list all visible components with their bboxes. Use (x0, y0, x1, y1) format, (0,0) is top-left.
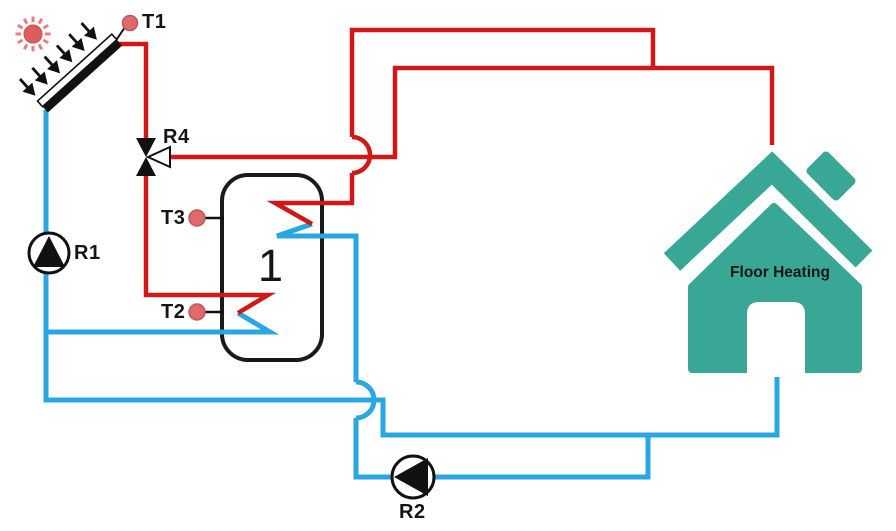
house-roof (663, 151, 873, 271)
house-chimney (806, 151, 856, 201)
pipe-solar-return (46, 310, 280, 335)
label-r1: R1 (74, 242, 101, 264)
r2-pump (390, 454, 436, 500)
pipe-tank-out-down (276, 221, 359, 382)
pipe-crossover-blue (355, 379, 377, 421)
pipe-r2-line (353, 418, 651, 480)
sun-icon (15, 16, 51, 52)
label-r4: R4 (163, 126, 190, 148)
t2-sensor (188, 303, 206, 321)
label-r2: R2 (399, 501, 426, 523)
storage-tank (220, 173, 324, 362)
t3-sensor (188, 209, 206, 227)
house-icon (663, 151, 873, 377)
label-t2: T2 (161, 301, 186, 323)
pipe-valve-to-tankcoil (143, 175, 277, 315)
pipe-collector-to-valve (115, 41, 149, 140)
pipe-tankcoil-up (266, 173, 355, 226)
house-door (747, 302, 805, 377)
sun-rays-arrows (18, 22, 97, 96)
pipe-valve-to-house (168, 65, 775, 160)
pipe-tank-to-house (349, 27, 656, 137)
label-floor-heating: Floor Heating (730, 264, 830, 281)
r4-valve (136, 138, 171, 176)
label-t3: T3 (161, 207, 186, 229)
label-t1: T1 (142, 11, 167, 33)
label-tank-number: 1 (258, 240, 284, 291)
pipe-crossover-red (351, 134, 373, 176)
solar-collector (36, 32, 123, 113)
r1-pump (27, 231, 71, 275)
pipe-floor-return (43, 110, 780, 438)
t1-sensor-lead (116, 26, 126, 40)
t1-sensor (121, 14, 139, 32)
